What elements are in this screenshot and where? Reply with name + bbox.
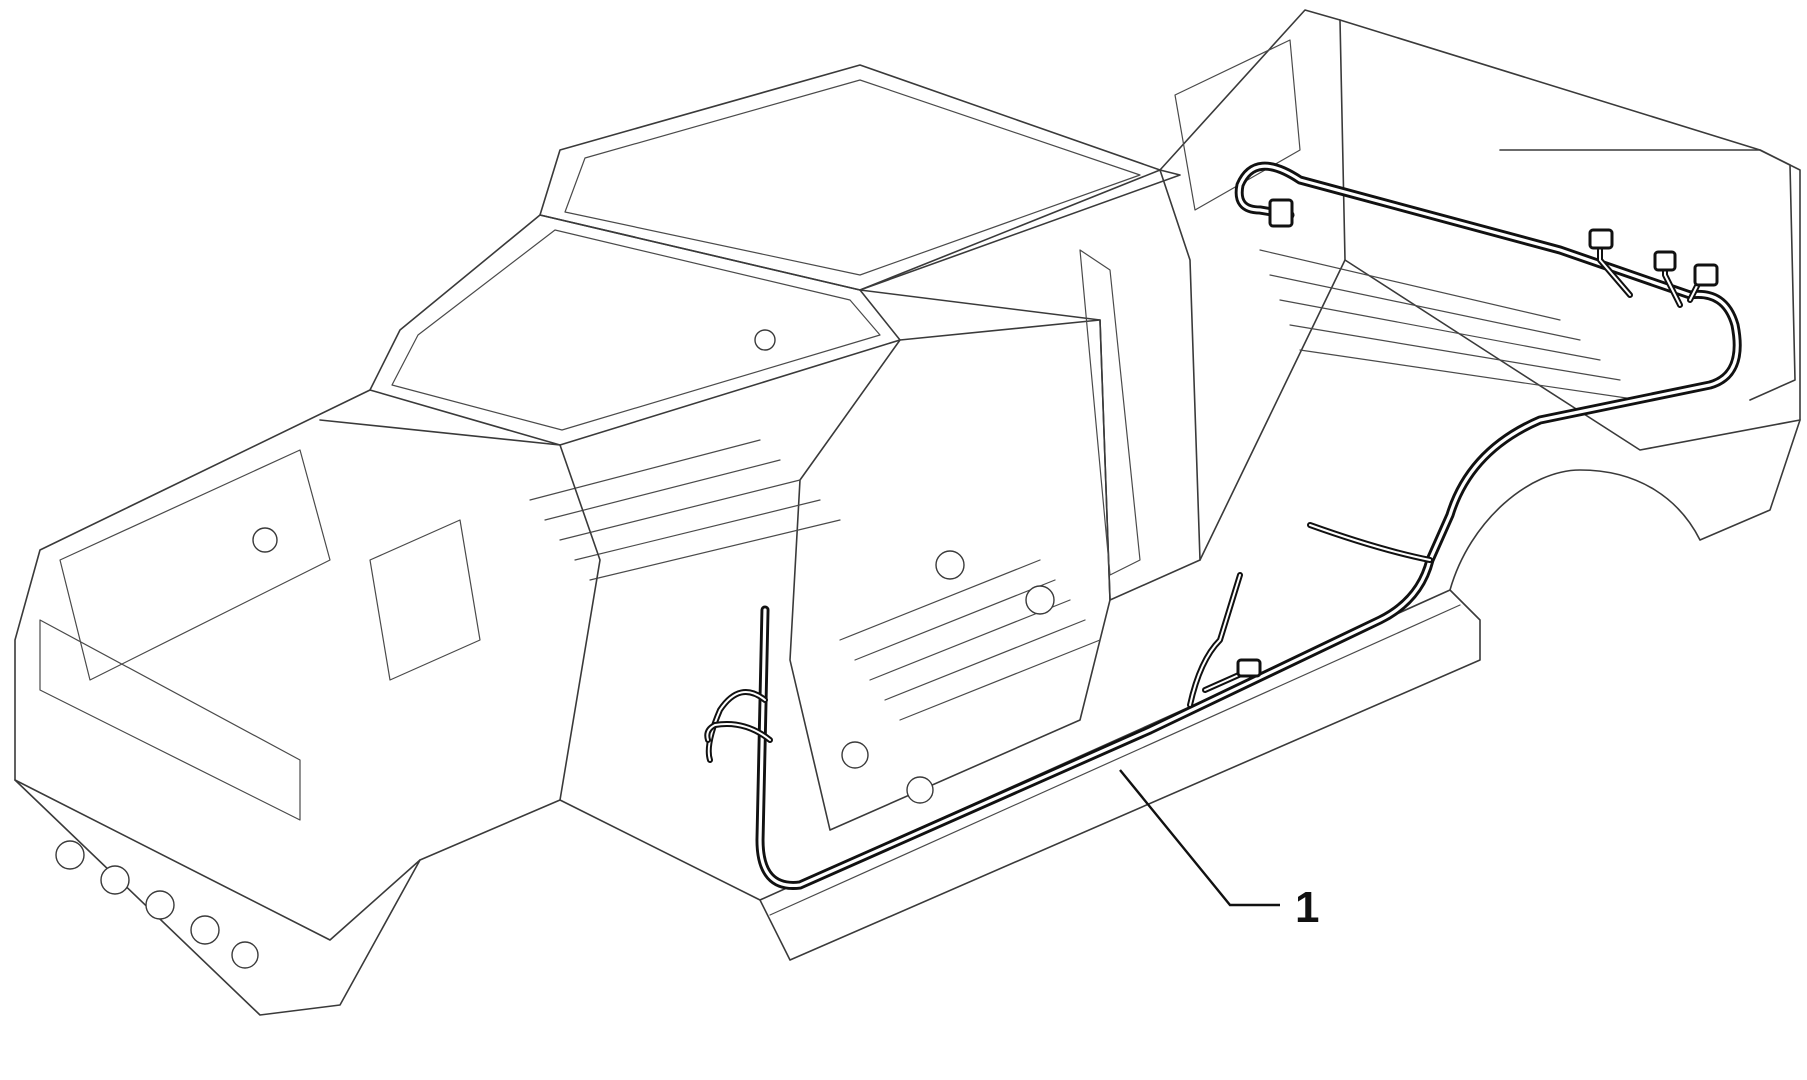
wiring-harness [704, 161, 1742, 890]
windshield-inner [391, 229, 881, 431]
harness-wheel-arch-branch-core [1309, 524, 1431, 561]
engine-bay-inner [59, 449, 331, 681]
radiator-support [39, 619, 301, 821]
cargo-bed-side-rail [1499, 149, 1796, 401]
cab-floor-ribs [529, 439, 1101, 721]
roof-panel [539, 64, 1181, 291]
harness-b-pillar-branch-core [1189, 574, 1241, 706]
engine-bay-firewall [319, 419, 601, 801]
rear-wheel-arch [1449, 419, 1801, 591]
floor-hole [906, 776, 934, 804]
harness-front-branch-2-core [706, 723, 771, 741]
connector-b-pillar [1236, 658, 1262, 678]
cross-member-hole [231, 941, 259, 969]
front-end-outline [14, 389, 761, 1016]
floor-hole [935, 550, 965, 580]
front-cross-member [14, 779, 421, 941]
callout-leader-line [1119, 769, 1280, 907]
floor-hole [1025, 585, 1055, 615]
callout-label: 1 [1295, 883, 1319, 932]
cargo-bed-floor-ribs [1259, 249, 1641, 401]
harness-main-trunk-core [758, 164, 1739, 888]
harness-front-branch-core [707, 691, 766, 761]
a-pillar [859, 169, 1201, 601]
floor-hole [252, 527, 278, 553]
vehicle-body-shell [14, 9, 1801, 1016]
rocker-panel [759, 589, 1481, 961]
b-pillar [1079, 249, 1141, 576]
strut-tower [369, 519, 481, 681]
connector-cab-rear [1268, 198, 1294, 228]
roof-inner-edge [564, 79, 1141, 276]
cargo-bed-outline [1339, 19, 1801, 451]
door-opening [789, 319, 1111, 831]
rocker-inner-line [769, 604, 1461, 916]
floor-hole [841, 741, 869, 769]
cross-member-hole [100, 865, 130, 895]
cross-member-hole [190, 915, 220, 945]
cross-member-hole [145, 890, 175, 920]
callout-group: 1 [1119, 769, 1319, 932]
rear-cab-window [1174, 39, 1301, 211]
floor-hole [754, 329, 776, 351]
connector-rear-lamp-left [1588, 228, 1614, 250]
connector-rear-lamp-mid [1653, 250, 1677, 272]
connector-rear-lamp-right [1693, 263, 1719, 287]
cross-member-hole [55, 840, 85, 870]
